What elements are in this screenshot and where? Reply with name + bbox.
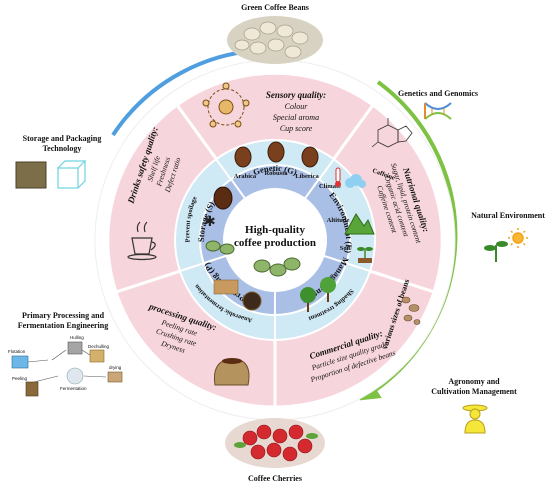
coffee-cup-photo [242, 291, 262, 311]
label-primary-processing-2: Fermentation Engineering [18, 321, 108, 330]
farmer-icon [462, 404, 488, 434]
cloud-icon [345, 174, 366, 188]
step-dehulling: Dechulling [88, 344, 110, 349]
step-drying: drying [109, 365, 122, 370]
step-flotation: Flotation [8, 349, 26, 354]
fermentation-icon [66, 367, 84, 385]
green-coffee-beans-photo [227, 16, 323, 64]
mountain-icon [344, 213, 375, 235]
green-bean-pair-icon [205, 240, 235, 255]
hulling-icon [67, 341, 83, 355]
caffeine-molecule-icon [371, 118, 413, 148]
coffee-cherries-photo [225, 418, 325, 468]
label-natural-environment: Natural Environment [471, 211, 545, 220]
processing-steps-illustration: Flotation Hulling Peeling Dechulling Fer… [8, 335, 123, 397]
step-hulling: Hulling [70, 335, 84, 340]
env-climate: Climate [319, 183, 341, 190]
sensory-head-icon [202, 82, 250, 128]
label-agronomy-1: Agronomy and [448, 377, 500, 386]
env-soil: Soil [340, 245, 351, 252]
bug-icon: ✱ [204, 214, 216, 230]
plant-icon [484, 241, 508, 262]
step-peeling: Peeling [12, 376, 28, 381]
green-beans-center-icon [253, 257, 301, 277]
sensory-item-1: Colour [285, 102, 309, 111]
drying-icon [107, 371, 123, 383]
label-storage-2: Technology [43, 144, 82, 153]
sensory-item-3: Cup score [280, 124, 313, 133]
label-genetics-genomics: Genetics and Genomics [398, 89, 478, 98]
roasted-beans-icon [213, 186, 233, 210]
sprout-icon [357, 247, 373, 263]
center-title-1: High-quality [245, 224, 305, 236]
env-altitude: Altitude [327, 217, 350, 224]
variety-robusta: Robusta [264, 170, 288, 177]
coffee-sack-icon [214, 358, 250, 386]
label-coffee-cherries: Coffee Cherries [248, 474, 302, 483]
center-title-2: coffee production [234, 237, 316, 249]
peeling-icon [25, 381, 39, 397]
various-bean-icons [401, 296, 421, 325]
variety-liberica: Liberica [295, 173, 319, 180]
flotation-icon [11, 355, 29, 369]
coffee-cup-icon [127, 221, 157, 261]
label-primary-processing-1: Primary Processing and [22, 311, 105, 320]
dna-icon [424, 102, 452, 120]
label-genetic: Genetic (G) [252, 163, 299, 177]
sensory-item-2: Special aroma [273, 113, 319, 122]
sun-icon [508, 228, 528, 248]
thermometer-icon [335, 167, 341, 187]
coffee-package-photo [15, 161, 47, 189]
fermentation-photo [213, 279, 239, 295]
storage-cube-icon [57, 160, 87, 189]
sensory-title: Sensory quality: [266, 90, 326, 100]
variety-arabica: Arabica [234, 173, 257, 180]
coffee-bean-icons [234, 141, 319, 168]
shade-tree-icons [300, 277, 336, 312]
dehulling-icon [89, 349, 105, 363]
label-storage-1: Storage and Packaging [23, 134, 102, 143]
label-green-coffee-beans: Green Coffee Beans [241, 3, 309, 12]
center-circle [223, 188, 327, 292]
label-agronomy-2: Cultivation Management [431, 387, 517, 396]
step-fermentation: Fermentation [60, 386, 87, 391]
